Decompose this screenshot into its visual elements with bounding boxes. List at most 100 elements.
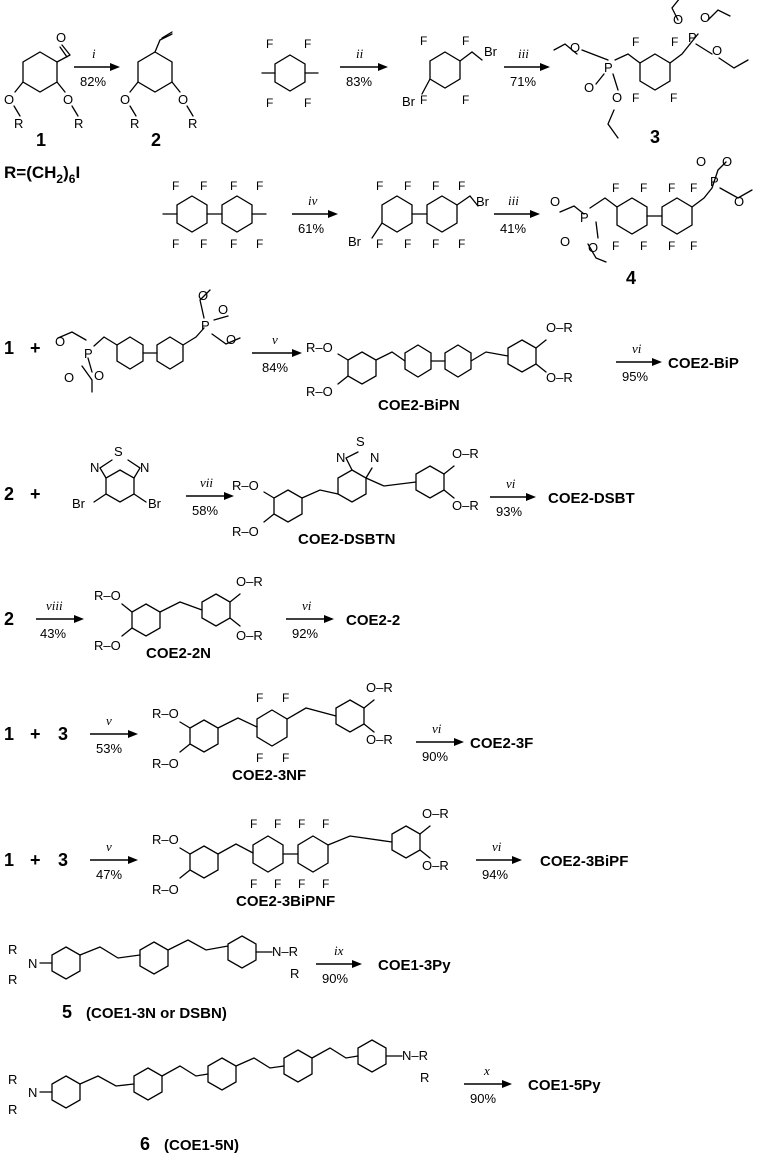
compound-2-label: 2 [4, 609, 14, 629]
oxygen-atom: O [700, 10, 710, 25]
reagent-step-label: v [272, 332, 278, 347]
fluorine-atom: F [632, 91, 639, 105]
fluorine-atom: F [432, 179, 439, 193]
fluorine-atom: F [274, 817, 281, 831]
reagent-step-label: iii [518, 46, 529, 61]
reagent-step-label: v [106, 713, 112, 728]
fluorine-atom: F [322, 877, 329, 891]
fluorine-atom: F [282, 751, 289, 765]
bromine-atom: Br [476, 194, 490, 209]
bromine-atom: Br [148, 496, 162, 511]
fluorine-atom: F [420, 34, 427, 48]
fluorine-atom: F [612, 181, 619, 195]
compound-2-structure: O O R R [120, 31, 197, 131]
bromine-atom: Br [484, 44, 498, 59]
fluorine-atom: F [432, 237, 439, 251]
fluorine-atom: F [612, 239, 619, 253]
r-group: R [420, 1070, 429, 1085]
arrow-head [128, 856, 138, 864]
r-group: R [8, 1102, 17, 1117]
oxygen-atom: O [550, 194, 560, 209]
fluorine-atom: F [404, 237, 411, 251]
coe2-2n-structure: R–O R–O O–R O–R [94, 574, 263, 653]
alkoxy-group: O–R [422, 858, 449, 873]
coe2-3nf-structure: F F F F R–O R–O O–R O–R [152, 680, 393, 771]
phosphorus-atom: P [580, 210, 589, 225]
nitrogen-atom: N [336, 450, 345, 465]
product-label: COE2-DSBT [548, 490, 635, 507]
oxygen-atom: O [722, 154, 732, 169]
yield-label: 53% [96, 741, 122, 756]
nitrogen-atom: N [140, 460, 149, 475]
reagent-step-label: v [106, 839, 112, 854]
reagent-step-label: iii [508, 193, 519, 208]
arrow-head [454, 738, 464, 746]
yield-label: 71% [510, 74, 536, 89]
phosphorus-atom: P [604, 60, 613, 75]
arrow-head [292, 349, 302, 357]
reagent-step-label: vi [432, 721, 442, 736]
arrow-head [526, 493, 536, 501]
oxygen-atom: O [218, 302, 228, 317]
oxygen-atom: O [226, 332, 236, 347]
fluorine-atom: F [420, 93, 427, 107]
reagent-step-label: vi [506, 476, 516, 491]
fluorine-atom: F [458, 237, 465, 251]
product-label: COE2-BiP [668, 355, 739, 372]
oxygen-atom: O [696, 154, 706, 169]
arrow-head [128, 730, 138, 738]
fluorine-atom: F [462, 93, 469, 107]
oxygen-atom: O [734, 194, 744, 209]
alkoxy-group: R–O [306, 340, 333, 355]
fluorine-atom: F [668, 239, 675, 253]
alkoxy-group: O–R [366, 732, 393, 747]
product-label: COE2-2 [346, 612, 400, 629]
compound-3-label: 3 [650, 127, 660, 147]
alkoxy-group: O–R [452, 498, 479, 513]
fluorine-atom: F [256, 179, 263, 193]
arrow-head [352, 960, 362, 968]
compound-3-label: 3 [58, 724, 68, 744]
fluorine-atom: F [690, 181, 697, 195]
yield-label: 90% [322, 971, 348, 986]
compound-1-structure: O O O R R [4, 30, 83, 131]
compound-6-structure: N R R N–R R [8, 1039, 429, 1117]
yield-label: 92% [292, 626, 318, 641]
compound-3-structure: F F F F P P O O O O O O [553, 0, 749, 139]
fluorine-atom: F [256, 691, 263, 705]
aldehyde-oxygen: O [56, 30, 66, 45]
fluorine-atom: F [250, 817, 257, 831]
nitrogen-atom: N [370, 450, 379, 465]
fluorine-atom: F [462, 34, 469, 48]
oxygen-atom: O [612, 90, 622, 105]
ether-oxygen: O [4, 92, 14, 107]
ether-oxygen: O [178, 92, 188, 107]
plus-sign: + [30, 484, 41, 504]
oxygen-atom: O [588, 240, 598, 255]
yield-label: 43% [40, 626, 66, 641]
oxygen-atom: O [560, 234, 570, 249]
compound-4-structure: F F F F F F F F P P O O O O O O [550, 154, 753, 263]
compound-5-name: (COE1-3N or DSBN) [86, 1005, 227, 1022]
oxygen-atom: O [712, 43, 722, 58]
fluorine-atom: F [690, 239, 697, 253]
bromine-atom: Br [72, 496, 86, 511]
r-group: R [8, 1072, 17, 1087]
amino-group: N–R [402, 1048, 428, 1063]
compound-6-label: 6 [140, 1134, 150, 1154]
fluorine-atom: F [172, 179, 179, 193]
alkoxy-group: O–R [546, 370, 573, 385]
fluorine-atom: F [304, 96, 311, 110]
amino-nitrogen: N [28, 956, 37, 971]
r-group: R [188, 116, 197, 131]
r-group: R [8, 942, 17, 957]
yield-label: 41% [500, 221, 526, 236]
fluorine-atom: F [671, 35, 678, 49]
alkoxy-group: R–O [94, 638, 121, 653]
yield-label: 90% [422, 749, 448, 764]
compound-4-label: 4 [626, 268, 636, 288]
biphenyl-dibromide-structure: F F F F F F F F Br Br [348, 179, 490, 251]
fluorine-atom: F [298, 817, 305, 831]
plus-sign: + [30, 338, 41, 358]
